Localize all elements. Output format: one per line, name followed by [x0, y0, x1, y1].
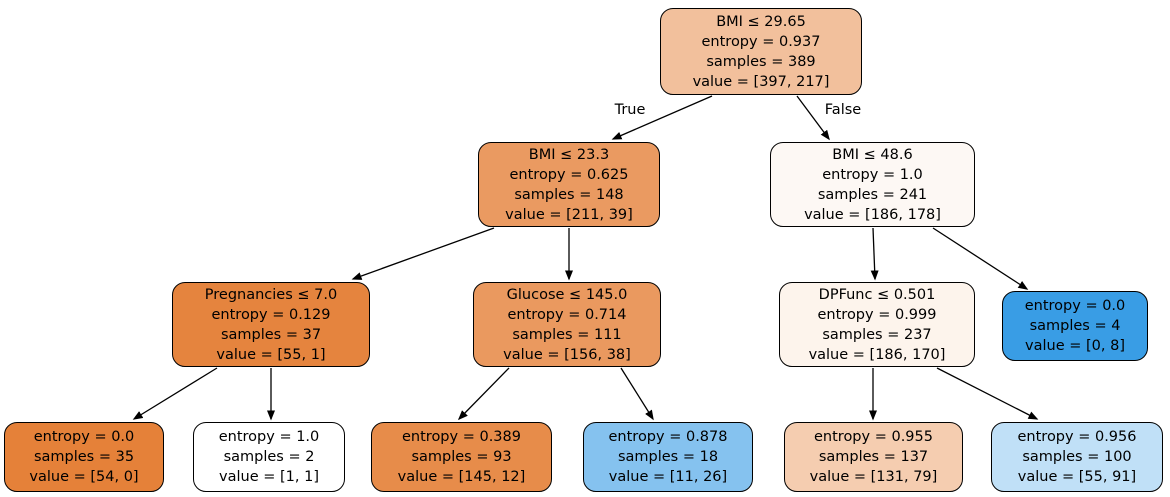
node-text-line: entropy = 0.714 — [507, 306, 627, 323]
tree-node-leaf-2: entropy = 1.0 samples = 2 value = [1, 1] — [193, 422, 345, 492]
node-text-line: entropy = 0.955 — [814, 429, 933, 445]
node-text-line: entropy = 1.0 — [822, 166, 923, 183]
tree-node-leaf-3: entropy = 0.389 samples = 93 value = [145,… — [371, 422, 552, 492]
tree-edge-bmi-48-to-leaf-blue-small — [932, 227, 1029, 290]
tree-edge-root-to-bmi-23 — [611, 95, 713, 140]
node-text-line: value = [55, 1] — [216, 346, 326, 363]
tree-edge-root-to-bmi-48 — [796, 95, 830, 141]
node-text-line: entropy = 0.0 — [1024, 298, 1126, 314]
tree-edge-glucose-to-leaf-3 — [457, 367, 510, 421]
node-text-line: value = [211, 39] — [505, 206, 633, 223]
node-text-line: samples = 2 — [223, 449, 315, 465]
node-text-line: BMI ≤ 48.6 — [832, 146, 913, 163]
node-text-line: entropy = 0.0 — [33, 429, 135, 445]
node-text-line: value = [186, 178] — [804, 206, 941, 223]
tree-edge-dpfunc-to-leaf-6 — [936, 367, 1039, 420]
node-text-line: Pregnancies ≤ 7.0 — [204, 286, 338, 303]
node-text-line: samples = 37 — [220, 326, 322, 343]
node-text-line: samples = 18 — [617, 449, 719, 465]
tree-edge-bmi-48-to-dpfunc — [870, 227, 879, 281]
node-text-line: entropy = 1.0 — [218, 429, 320, 445]
tree-node-bmi-48: BMI ≤ 48.6 entropy = 1.0 samples = 241 valu… — [770, 142, 975, 227]
node-text-line: entropy = 0.625 — [509, 166, 629, 183]
node-text-line: samples = 237 — [822, 326, 932, 343]
node-text-line: samples = 111 — [512, 326, 622, 343]
edge-label-false: False — [824, 102, 862, 118]
node-text-line: BMI ≤ 23.3 — [528, 146, 610, 163]
node-text-line: Glucose ≤ 145.0 — [506, 286, 628, 303]
tree-node-leaf-1: entropy = 0.0 samples = 35 value = [54, 0] — [4, 422, 164, 492]
tree-node-leaf-5: entropy = 0.955 samples = 137 value = [131… — [784, 422, 963, 492]
tree-node-glucose: Glucose ≤ 145.0 entropy = 0.714 samples = … — [473, 282, 661, 367]
tree-node-pregnancies: Pregnancies ≤ 7.0 entropy = 0.129 samples … — [172, 282, 370, 367]
node-text-line: entropy = 0.937 — [701, 33, 821, 50]
node-text-line: value = [156, 38] — [503, 346, 631, 363]
node-text-line: value = [397, 217] — [692, 73, 830, 90]
tree-edge-pregnancies-to-leaf-1 — [132, 367, 218, 420]
node-text-line: samples = 241 — [817, 186, 928, 203]
edge-label-true: True — [614, 102, 646, 118]
tree-node-leaf-6: entropy = 0.956 samples = 100 value = [55,… — [991, 422, 1163, 492]
node-text-line: samples = 137 — [818, 449, 929, 465]
tree-edge-glucose-to-leaf-4 — [620, 367, 654, 421]
node-text-line: samples = 93 — [411, 449, 512, 465]
node-text-line: value = [54, 0] — [29, 469, 139, 485]
tree-edge-bmi-23-to-pregnancies — [351, 227, 495, 280]
node-text-line: entropy = 0.878 — [608, 429, 728, 445]
node-text-line: DPFunc ≤ 0.501 — [818, 286, 936, 303]
tree-node-leaf-4: entropy = 0.878 samples = 18 value = [11, … — [583, 422, 753, 492]
node-text-line: value = [55, 91] — [1017, 469, 1137, 485]
tree-node-dpfunc: DPFunc ≤ 0.501 entropy = 0.999 samples = 2… — [779, 282, 975, 367]
node-text-line: value = [131, 79] — [809, 469, 938, 485]
node-text-line: BMI ≤ 29.65 — [716, 13, 806, 30]
node-text-line: entropy = 0.999 — [817, 306, 937, 323]
node-text-line: value = [11, 26] — [608, 469, 728, 485]
tree-node-root: BMI ≤ 29.65 entropy = 0.937 samples = 389 v… — [660, 8, 862, 95]
node-text-line: entropy = 0.129 — [211, 306, 331, 323]
node-text-line: samples = 100 — [1022, 449, 1132, 465]
node-text-line: value = [145, 12] — [397, 469, 526, 485]
node-text-line: value = [186, 170] — [808, 346, 946, 363]
node-text-line: samples = 35 — [33, 449, 135, 465]
node-text-line: value = [0, 8] — [1025, 338, 1125, 354]
node-text-line: samples = 148 — [514, 186, 624, 203]
node-text-line: samples = 389 — [706, 53, 816, 70]
node-text-line: entropy = 0.389 — [402, 429, 521, 445]
tree-node-bmi-23: BMI ≤ 23.3 entropy = 0.625 samples = 148 va… — [478, 142, 660, 227]
node-text-line: entropy = 0.956 — [1017, 429, 1137, 445]
node-text-line: samples = 4 — [1029, 318, 1121, 334]
tree-node-leaf-blue-small: entropy = 0.0 samples = 4 value = [0, 8] — [1002, 291, 1148, 361]
node-text-line: value = [1, 1] — [219, 469, 319, 485]
